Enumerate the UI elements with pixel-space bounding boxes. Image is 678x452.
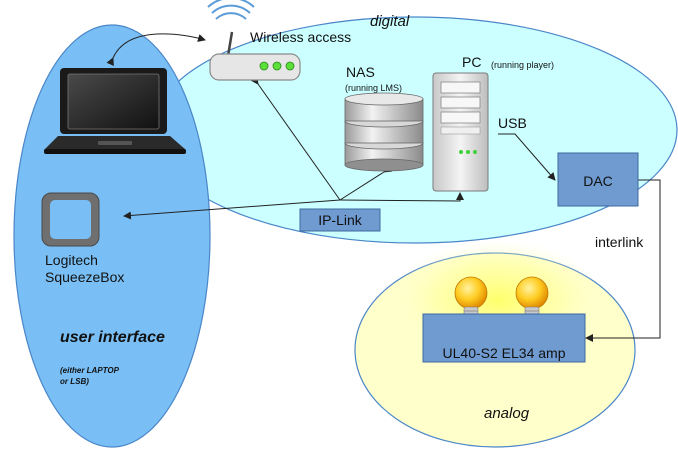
squeezebox-label-line1: Logitech [45,252,98,268]
laptop-icon [44,68,186,154]
nas-storage-icon [344,92,424,172]
pc-sublabel: (running player) [491,60,554,70]
amp-label: UL40-S2 EL34 amp [443,345,566,361]
usb-label: USB [498,115,527,131]
digital-region-label: digital [370,13,410,30]
analog-region-label: analog [484,405,530,422]
dac-label: DAC [583,173,613,189]
wifi-signal-icon [207,0,255,20]
squeezebox-icon [41,192,100,247]
wireless-iplink-line [250,75,341,201]
ip-link-label: IP-Link [318,212,363,228]
nas-sublabel: (running LMS) [345,83,402,93]
wireless-access-label: Wireless access [250,29,351,45]
usb-line [498,133,556,181]
pc-iplink-line [339,192,464,202]
user-interface-note-line1: (either LAPTOP [60,366,120,375]
pc-label: PC [462,54,481,70]
nas-iplink-line [339,164,393,201]
laptop-wireless-link [106,33,206,67]
pc-tower-icon [432,72,489,192]
dac-block [557,152,639,207]
nas-label: NAS [346,64,375,80]
wireless-router-icon [209,31,301,81]
user-interface-note-line2: or LSB) [60,377,89,386]
interlink-label: interlink [595,234,644,250]
interlink-line [585,179,661,342]
iplink-squeezebox-line [123,199,341,220]
user-interface-label: user interface [60,329,165,346]
squeezebox-label-line2: SqueezeBox [45,269,124,285]
amp-block [422,313,586,363]
ip-link-block [299,208,381,232]
